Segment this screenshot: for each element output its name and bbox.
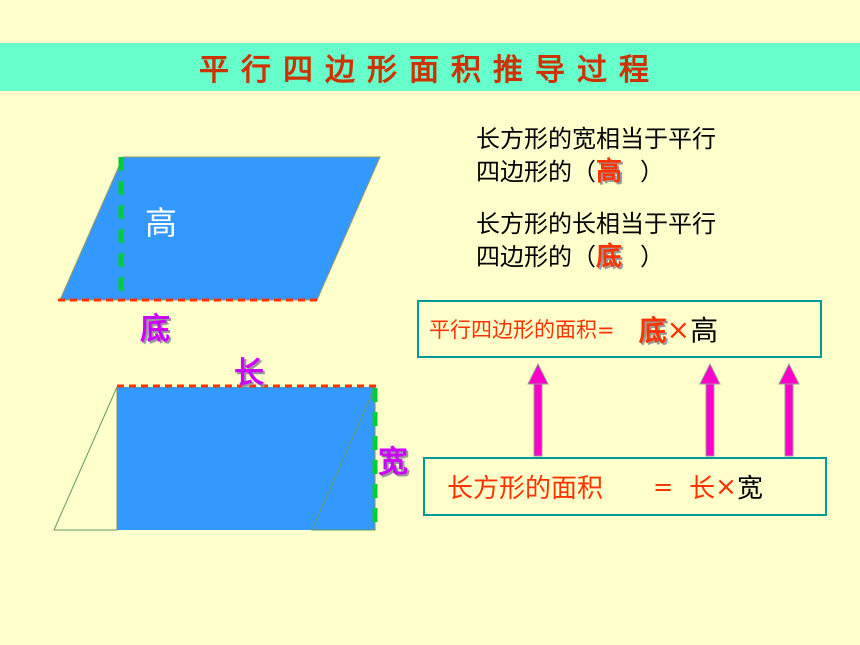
rectangle-formula-prefix: 长方形的面积 xyxy=(447,474,604,504)
title-bar: 平行四边形面积推导过程 xyxy=(0,43,860,91)
question-2-suffix: ） xyxy=(640,243,665,271)
rectangle-formula-length: 长 xyxy=(689,474,716,504)
moved-triangle-outline xyxy=(311,386,376,531)
cut-triangle-outline xyxy=(53,386,118,531)
base-label: 底 xyxy=(140,312,170,347)
parallelogram-formula-prefix: 平行四边形的面积= xyxy=(429,318,615,342)
parallelogram xyxy=(59,156,381,301)
question-1-answer: 高 xyxy=(596,157,623,187)
question-1-line2: 四边形的（高 ） xyxy=(476,156,776,189)
parallelogram-formula-times: × xyxy=(666,312,691,346)
arrow-2 xyxy=(699,362,721,457)
rectangle-formula-equals: = xyxy=(653,472,674,501)
question-2-prefix: 四边形的（ xyxy=(476,243,596,271)
question-1: 长方形的宽相当于平行 四边形的（高 ） xyxy=(476,123,776,189)
question-2-line2: 四边形的（底 ） xyxy=(476,241,776,274)
arrow-3 xyxy=(778,362,800,457)
page-title: 平行四边形面积推导过程 xyxy=(199,53,661,88)
rectangle xyxy=(117,387,375,530)
question-2-answer: 底 xyxy=(596,242,623,272)
parallelogram-formula-base: 底 xyxy=(638,314,667,347)
rectangle-formula-times: × xyxy=(715,471,737,502)
parallelogram-formula-box: 平行四边形的面积= 底 × 高 xyxy=(417,300,822,358)
arrow-1 xyxy=(527,362,549,457)
height-label: 高 xyxy=(145,204,178,242)
question-1-suffix: ） xyxy=(640,158,665,186)
question-1-line1: 长方形的宽相当于平行 xyxy=(476,125,716,153)
length-label: 长 xyxy=(234,356,264,391)
parallelogram-formula-height: 高 xyxy=(690,314,719,347)
question-2-line1: 长方形的长相当于平行 xyxy=(476,210,716,238)
question-1-prefix: 四边形的（ xyxy=(476,158,596,186)
rectangle-formula-width: 宽 xyxy=(736,474,763,504)
width-label: 宽 xyxy=(378,445,408,480)
rectangle-formula-box: 长方形的面积 = 长 × 宽 xyxy=(423,457,827,516)
question-2: 长方形的长相当于平行 四边形的（底 ） xyxy=(476,208,776,274)
